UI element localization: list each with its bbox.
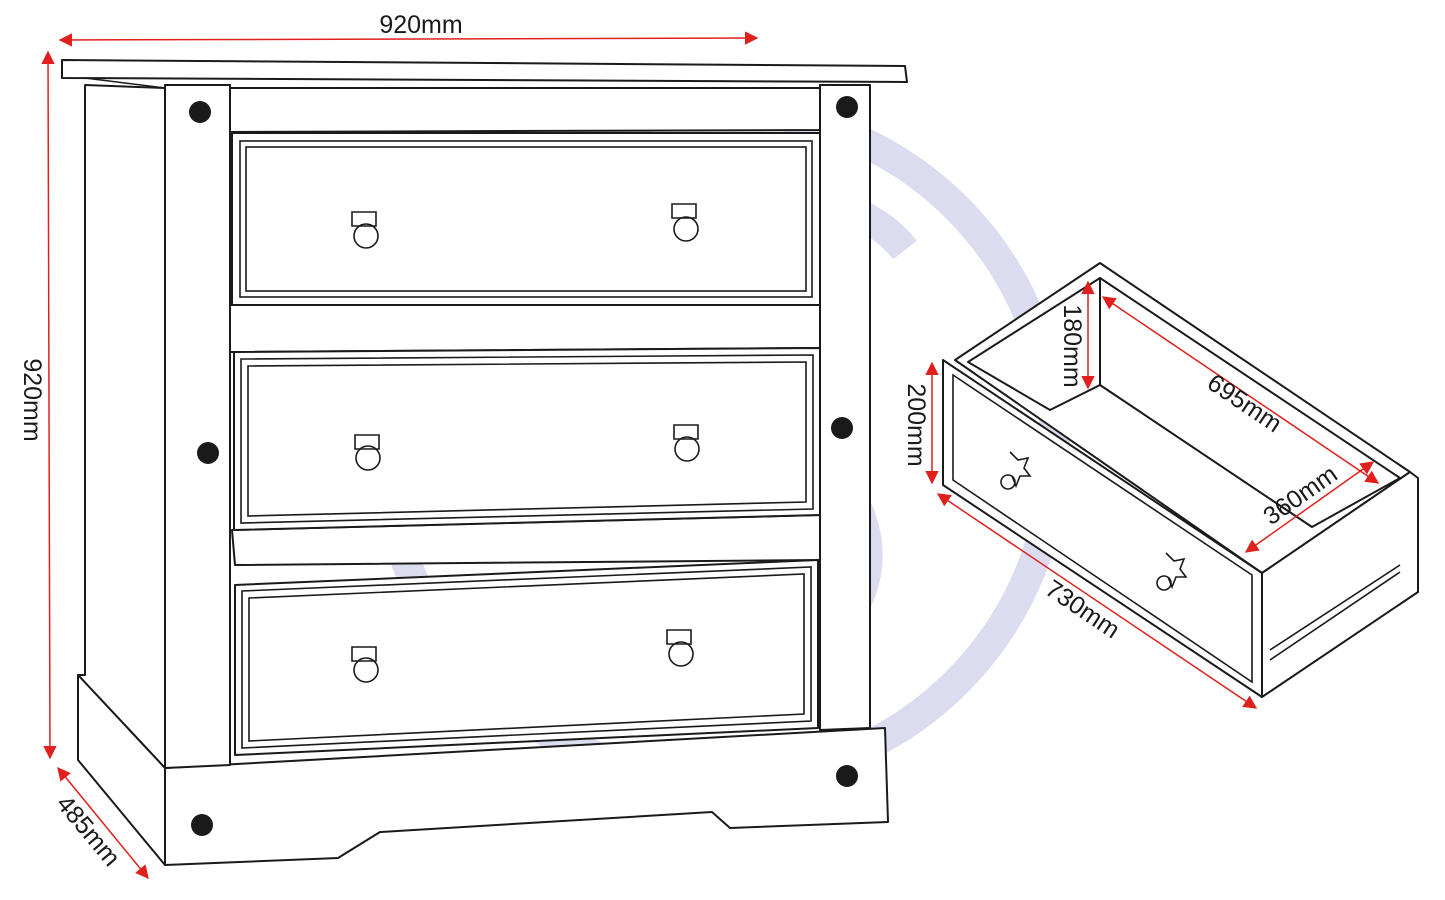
width-dimension-line [58,31,759,47]
plinth-front [164,727,889,866]
ring-handle-icon [671,203,699,242]
drawer-inner-height-label: 180mm [1058,304,1086,387]
ring-handle-icon [354,434,381,471]
drawer-2 [233,347,821,531]
drawer-1 [231,132,821,306]
chest-left-side [77,84,166,769]
drawer-front-height-label: 200mm [902,383,930,466]
left-post [164,84,231,769]
ring-handles [351,203,700,683]
ring-handle-icon [673,424,700,462]
peg-dots [189,96,858,836]
chest-of-drawers [61,59,908,866]
ring-handle-icon [351,211,379,249]
top-rail [229,87,821,133]
height-dimension-line [41,50,57,760]
depth-dimension-line [57,766,149,880]
chest-height-label: 920mm [18,358,46,441]
drawer-3 [234,559,819,756]
right-post [819,84,871,731]
chest-top [61,59,908,83]
ring-handle-icon [351,646,379,683]
ring-handle-icon [666,629,694,667]
chest-width-label: 920mm [379,11,462,39]
